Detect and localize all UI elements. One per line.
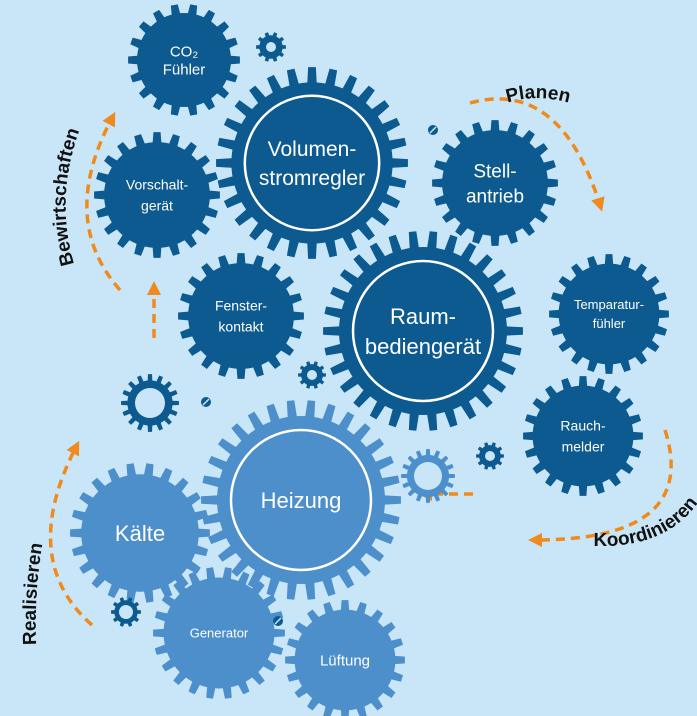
gear-volumen: Volumen-stromregler (216, 67, 408, 259)
gear-fenster-label-line: kontakt (218, 319, 263, 335)
arrow-koordinieren (528, 429, 673, 547)
gear-lueftung-shape (285, 600, 405, 716)
cog-icon (476, 442, 504, 470)
phase-label-bewirtschaften: Bewirtschaften (50, 125, 84, 268)
arrow-bewirtschaften (85, 111, 122, 292)
screw-icon (428, 125, 438, 135)
decorations (111, 32, 504, 627)
gear-rauch-label-line: melder (562, 439, 605, 455)
gear-kaelte-label-line: Kälte (115, 521, 165, 546)
gear-co2-label-line: CO₂ (170, 43, 199, 60)
arrow-planen (469, 97, 605, 212)
ring-gear-icon (111, 597, 141, 627)
gear-volumen-ring (243, 94, 381, 232)
gear-lueftung-label-line: Lüftung (320, 652, 370, 669)
gear-cluster: CO₂FühlerVolumen-stromreglerVorschalt-ge… (70, 4, 669, 716)
arrow-realisieren (48, 440, 94, 627)
gear-stell-shape (432, 120, 558, 246)
cog-icon (298, 361, 326, 389)
gear-kaelte: Kälte (70, 463, 210, 603)
gear-volumen-label-line: stromregler (259, 167, 365, 190)
gear-heizung: Heizung (201, 400, 401, 600)
phase-label-planen: Planen (504, 82, 573, 107)
phase-label-koordinieren: Koordinieren (593, 493, 697, 551)
gear-vorschalt-shape (94, 132, 220, 258)
gear-heizung-label-line: Heizung (261, 488, 342, 513)
gear-temp-shape (549, 254, 669, 374)
screw-icon (201, 397, 211, 407)
gear-temp-label-line: Temparatur- (574, 297, 644, 312)
ring-gear-icon (121, 374, 179, 432)
gear-generator: Generator (153, 567, 285, 699)
gear-raum-label-line: bediengerät (365, 334, 481, 359)
gear-generator-shape (153, 567, 285, 699)
phase-label-realisieren: Realisieren (20, 541, 48, 645)
gear-co2-label-line: Fühler (163, 61, 206, 78)
gear-rauch-label-line: Rauch- (560, 418, 605, 434)
process-arrows (48, 97, 673, 627)
cog-icon (256, 32, 286, 62)
gear-co2-shape (128, 4, 240, 116)
gear-fenster: Fenster-kontakt (178, 253, 304, 379)
gear-lueftung: Lüftung (285, 600, 405, 716)
gear-raum-label-line: Raum- (390, 304, 456, 329)
gear-heizung-ring (229, 428, 373, 572)
gear-volumen-label-line: Volumen- (268, 138, 357, 161)
gear-raum: Raum-bediengerät (323, 231, 523, 431)
gear-kaelte-shape (70, 463, 210, 603)
gear-stell-label-line: antrieb (466, 186, 524, 207)
gear-generator-label-line: Generator (190, 626, 249, 641)
gear-raum-ring (351, 259, 495, 403)
gear-vorschalt: Vorschalt-gerät (94, 132, 220, 258)
gear-temp-label-line: fühler (593, 316, 626, 331)
gear-fenster-shape (178, 253, 304, 379)
gear-vorschalt-label-line: gerät (141, 198, 173, 214)
gear-temp: Temparatur-fühler (549, 254, 669, 374)
gear-vorschalt-label-line: Vorschalt- (126, 177, 189, 193)
ring-gear-icon (401, 449, 455, 503)
gear-rauch: Rauch-melder (523, 376, 643, 496)
gear-fenster-label-line: Fenster- (215, 298, 267, 314)
screw-icon (273, 616, 283, 626)
gear-stell-label-line: Stell- (473, 161, 516, 182)
gear-stell: Stell-antrieb (432, 120, 558, 246)
gear-rauch-shape (523, 376, 643, 496)
